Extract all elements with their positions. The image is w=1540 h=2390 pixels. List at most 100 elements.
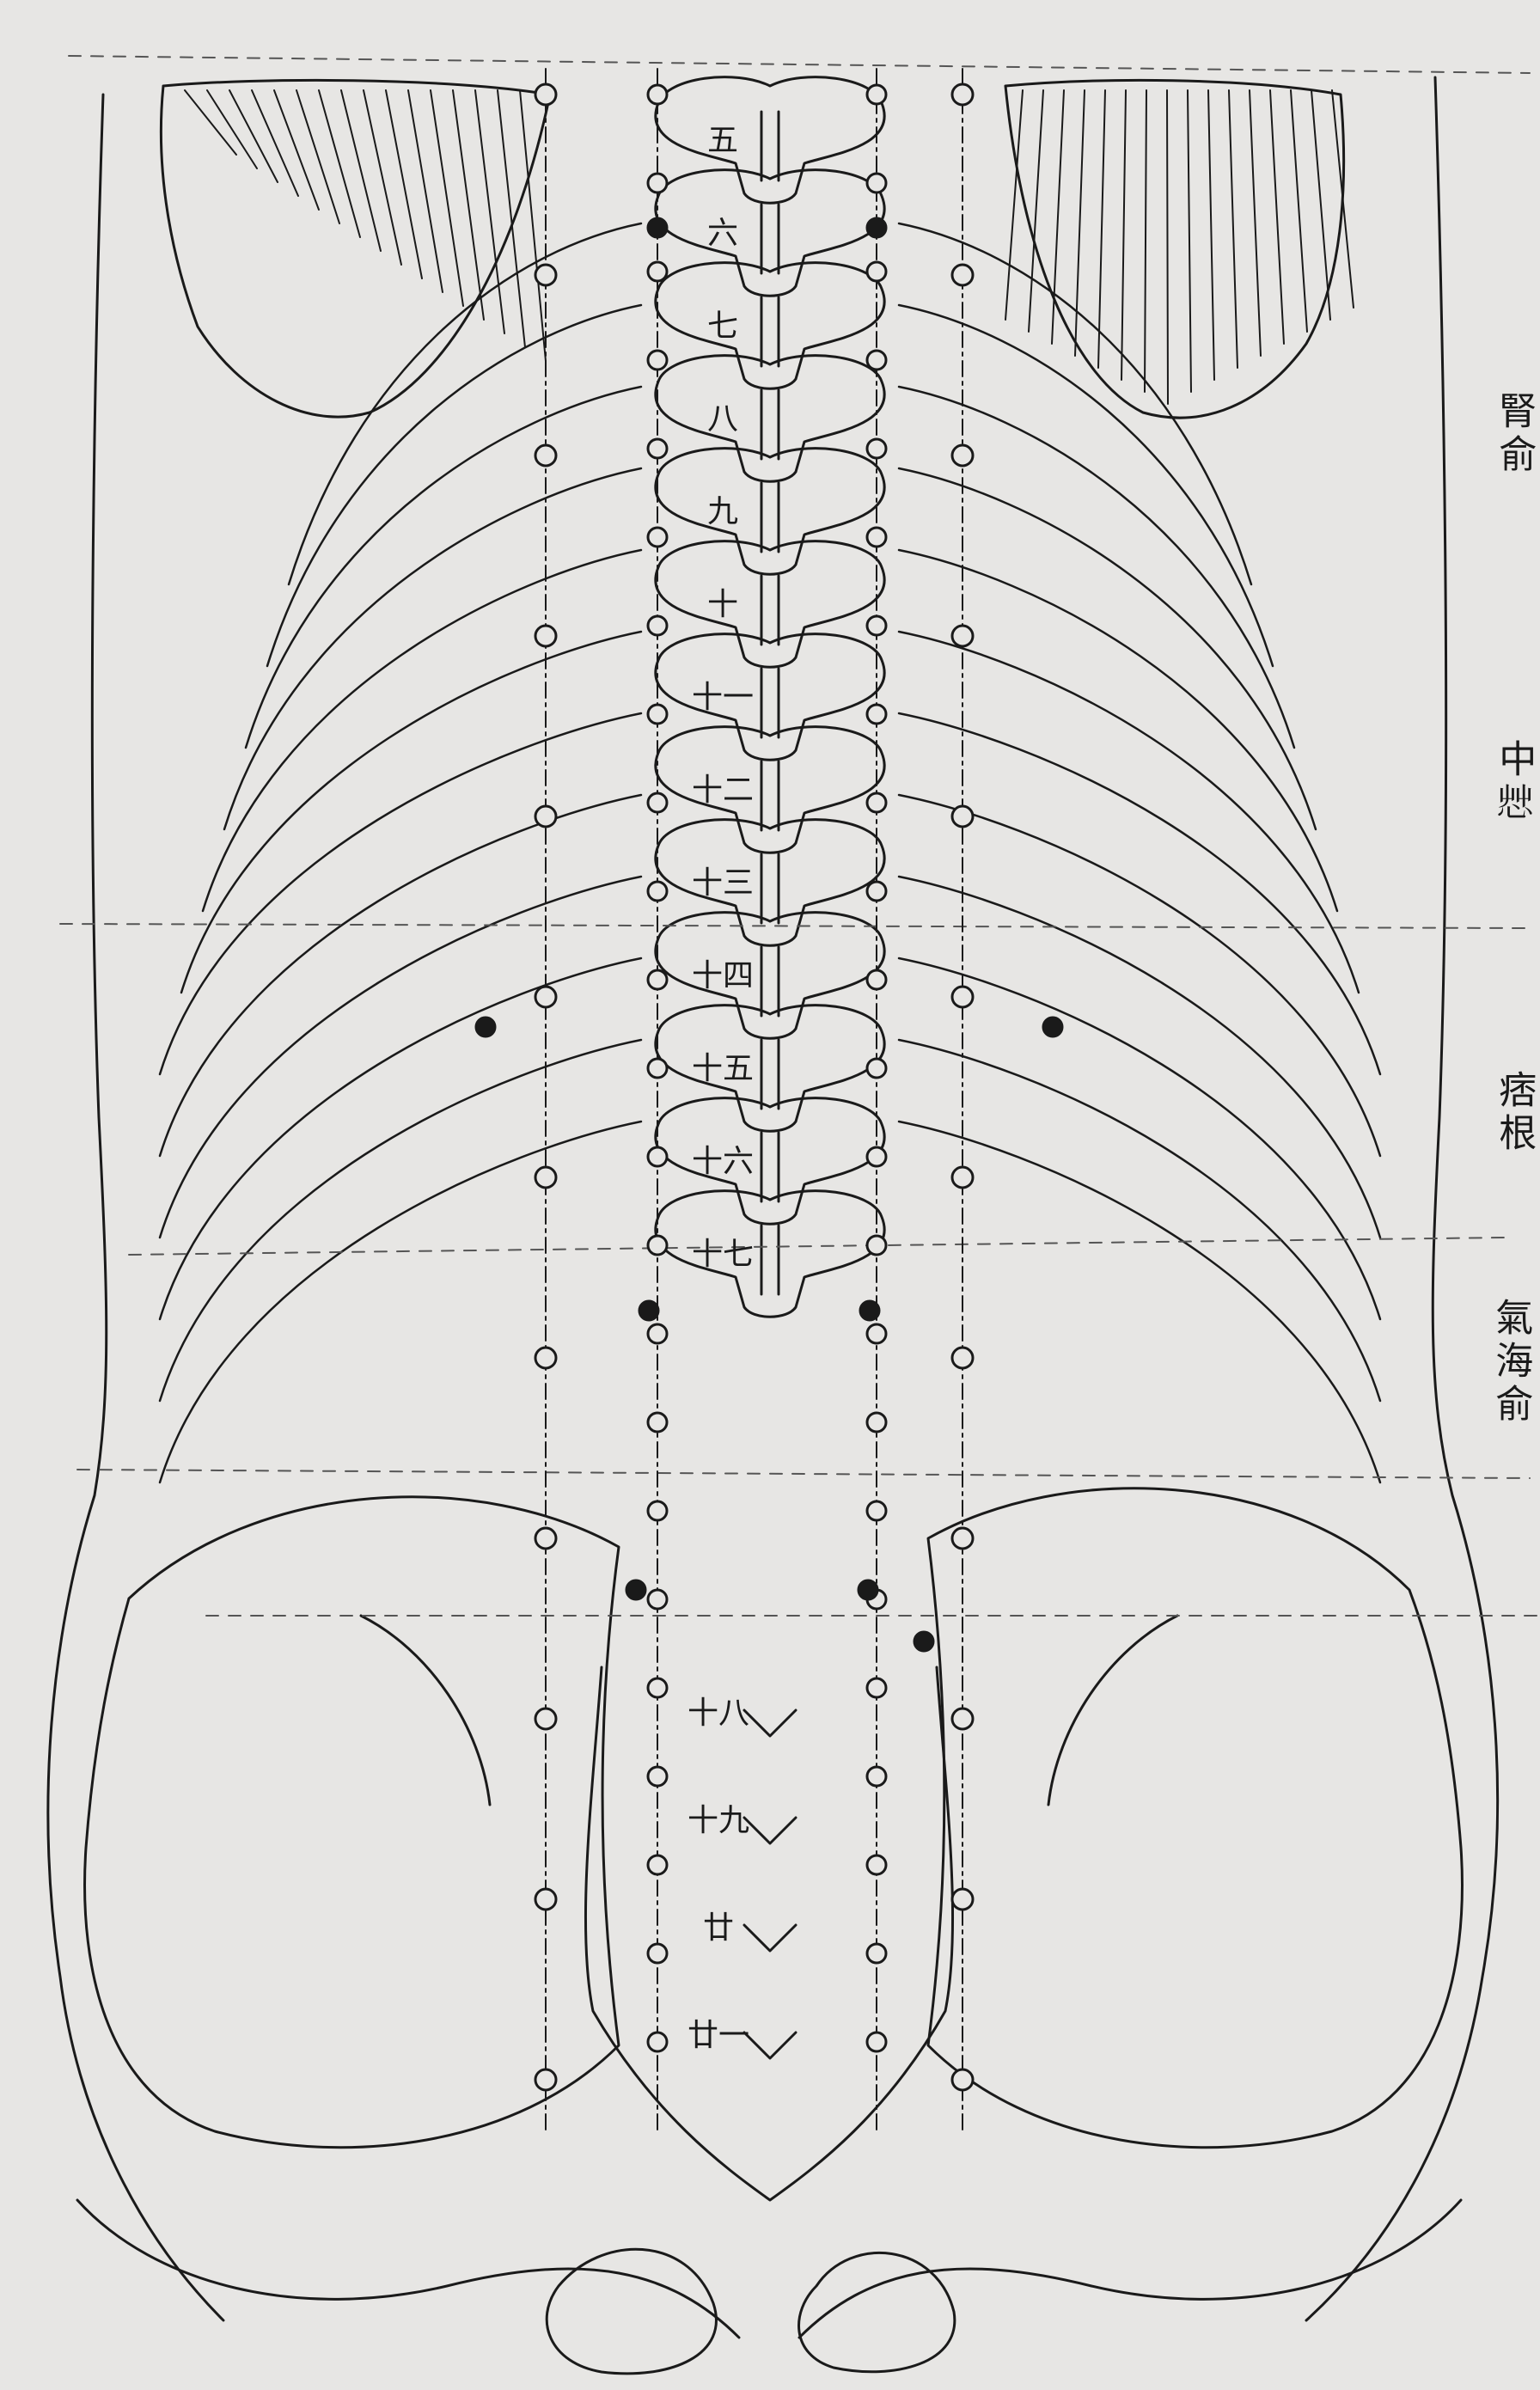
spinous-process xyxy=(761,1133,779,1201)
acupoint-open xyxy=(648,1324,667,1343)
sacral-foramen-mark xyxy=(744,2032,796,2058)
acupoint-open xyxy=(867,793,886,812)
vertebra-label: 十二 xyxy=(692,773,754,808)
acupoint-open xyxy=(952,1348,973,1368)
acupoint-filled xyxy=(639,1301,658,1320)
body-outline-right xyxy=(1306,77,1498,2320)
rib-left xyxy=(160,958,641,1319)
acupoint-open xyxy=(952,1889,973,1910)
acupoint-open xyxy=(867,2032,886,2051)
spinous-process xyxy=(761,854,779,923)
acupoint-open xyxy=(535,1889,556,1910)
side-label-kikai-yu: 氣​海​俞 xyxy=(1490,1298,1530,1427)
scapula-hatch-line xyxy=(1167,90,1168,404)
sacrum-outline xyxy=(585,1667,952,2200)
acupoint-open xyxy=(867,262,886,281)
buttocks-outline-right xyxy=(928,1488,1462,2148)
acupoint-open xyxy=(952,987,973,1007)
acupoint-open xyxy=(535,2069,556,2090)
scapula-hatch-line xyxy=(341,90,381,251)
rib-right xyxy=(899,387,1294,748)
spinous-process xyxy=(761,297,779,366)
scapula-hatch-line xyxy=(1229,90,1238,368)
acupoint-open xyxy=(648,351,667,370)
acupoint-open xyxy=(867,1855,886,1874)
acupoint-open xyxy=(648,1059,667,1078)
acupoint-open xyxy=(867,1944,886,1963)
acupoint-open xyxy=(535,806,556,827)
vertebra-label: 五 xyxy=(707,123,738,158)
scapula-hatch-line xyxy=(1311,90,1330,320)
acupoint-open xyxy=(648,970,667,989)
vertebra xyxy=(656,1098,884,1225)
vertebra-label: 十一 xyxy=(692,680,754,715)
acupoint-open xyxy=(648,2032,667,2051)
acupoint-filled xyxy=(860,1301,879,1320)
acupoint-open xyxy=(648,1767,667,1786)
acupoint-open xyxy=(952,1528,973,1549)
acupoint-open xyxy=(867,528,886,547)
vertebra xyxy=(656,913,884,1039)
vertebra-label: 十三 xyxy=(692,865,754,901)
vertebra xyxy=(656,77,884,204)
vertebra-label: 十六 xyxy=(692,1144,754,1179)
sacral-label: 十八 xyxy=(688,1696,749,1731)
scapula-hatch-line xyxy=(408,90,443,292)
scapula-hatch-line xyxy=(431,90,463,306)
sacral-label: 廿 xyxy=(703,1910,734,1946)
sacral-foramen-mark xyxy=(744,1925,796,1951)
acupoint-filled xyxy=(914,1632,933,1651)
scapula-hatch-line xyxy=(1098,90,1105,368)
acupoint-open xyxy=(867,1147,886,1166)
acupoint-filled xyxy=(648,218,667,237)
rib-left xyxy=(160,713,641,1074)
acupoint-open xyxy=(535,1348,556,1368)
acupoint-open xyxy=(648,1147,667,1166)
acupoint-open xyxy=(535,987,556,1007)
acupoint-filled xyxy=(626,1580,645,1599)
rib-right xyxy=(899,713,1380,1074)
vertebra-label: 十七 xyxy=(692,1237,754,1272)
vertebra xyxy=(656,449,884,575)
rib-left xyxy=(160,1122,641,1482)
horizontal-guide-line xyxy=(60,924,1530,928)
buttock-crease-left xyxy=(361,1616,490,1805)
vertebra xyxy=(656,1006,884,1132)
spinous-process xyxy=(761,1226,779,1294)
sacral-label: 十九 xyxy=(688,1803,749,1838)
vertebra-label: 八 xyxy=(707,401,738,437)
rib-left xyxy=(160,1040,641,1401)
acupoint-open xyxy=(952,2069,973,2090)
vertebra xyxy=(656,170,884,296)
acupoint-filled xyxy=(867,218,886,237)
acupoint-filled xyxy=(1043,1018,1062,1036)
acupoint-open xyxy=(648,705,667,724)
buttocks-outline-left xyxy=(85,1497,619,2148)
side-label-hikon: 痞​根 xyxy=(1494,1070,1533,1156)
scapula-hatch-line xyxy=(1005,90,1023,320)
side-label-shin-yu: 腎​俞 xyxy=(1494,391,1533,477)
acupoint-open xyxy=(952,626,973,646)
sacral-label: 廿一 xyxy=(688,2018,749,2053)
acupoint-open xyxy=(648,174,667,193)
acupoint-open xyxy=(648,85,667,104)
buttock-crease-right xyxy=(1048,1616,1177,1805)
spinous-process xyxy=(761,483,779,552)
acupoint-open xyxy=(535,1708,556,1729)
acupoint-open xyxy=(648,439,667,458)
spinous-process xyxy=(761,205,779,273)
spinous-process xyxy=(761,1040,779,1109)
sacral-foramen-mark xyxy=(744,1818,796,1843)
acupoint-open xyxy=(648,616,667,635)
scapula-hatch-line xyxy=(386,90,422,278)
vertebra-label: 十 xyxy=(707,587,738,622)
rib-left xyxy=(246,387,641,748)
horizontal-guide-line xyxy=(69,56,1530,73)
acupoint-open xyxy=(867,1236,886,1255)
sacral-foramen-mark xyxy=(744,1710,796,1736)
acupoint-open xyxy=(648,1413,667,1432)
horizontal-guide-line xyxy=(77,1470,1530,1478)
scapula-hatch-line xyxy=(1121,90,1126,380)
spinous-process xyxy=(761,112,779,180)
acupoint-open xyxy=(648,1590,667,1609)
